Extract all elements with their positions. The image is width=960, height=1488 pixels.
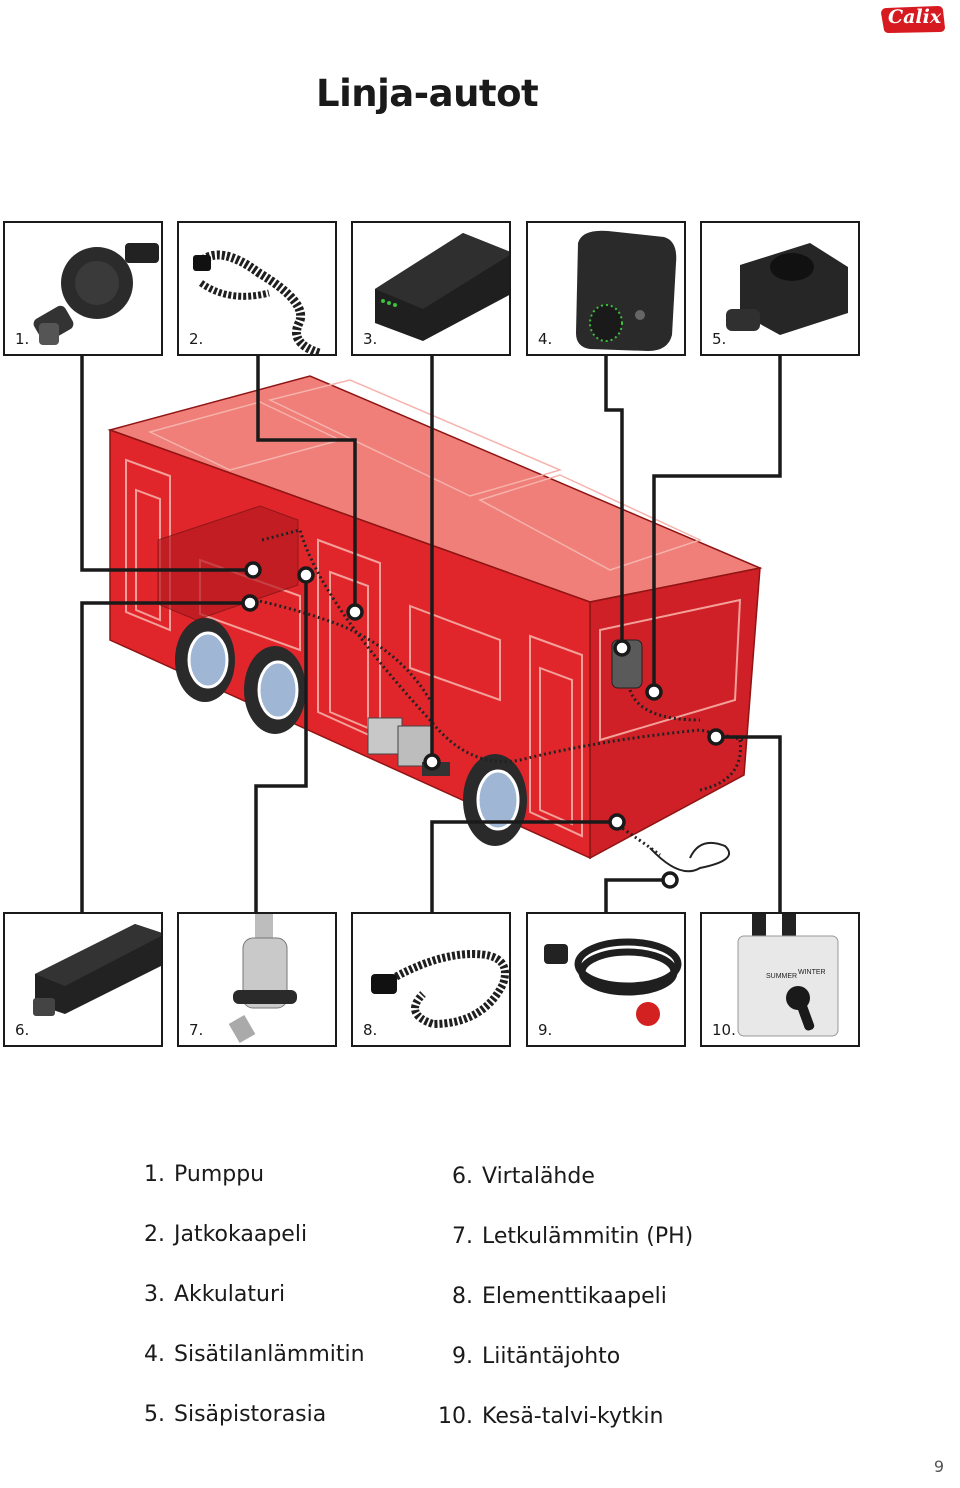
thumbnail-number: 7. <box>189 1021 204 1039</box>
thumbnail-number: 3. <box>363 330 378 348</box>
brand-logo-text: Calix <box>888 6 942 28</box>
interior-heater-icon <box>576 230 677 351</box>
thumbnail-number: 4. <box>538 330 553 348</box>
thumbnail-5: 5. <box>700 221 860 356</box>
power-supply-icon <box>33 924 161 1016</box>
legend-item: 1.Pumppu <box>144 1162 265 1187</box>
thumbnail-number: 1. <box>15 330 30 348</box>
thumbnail-3: 3. <box>351 221 511 356</box>
wheel-rear <box>463 754 527 846</box>
legend-item: 3.Akkulaturi <box>144 1282 286 1307</box>
thumbnail-number: 2. <box>189 330 204 348</box>
switch-winter-label: WINTER <box>798 969 826 976</box>
legend-right: 6.Virtalähde 7.Letkulämmitin (PH) 8.Elem… <box>435 1162 693 1462</box>
wheel-front <box>175 618 235 702</box>
element-cable-icon <box>371 949 509 1029</box>
thumbnail-1: 1. <box>3 221 163 356</box>
thumbnail-4: 4. <box>526 221 686 356</box>
thumbnail-number: 8. <box>363 1021 378 1039</box>
thumbnail-number: 5. <box>712 330 727 348</box>
interior-socket-icon <box>726 243 848 335</box>
battery-charger-icon <box>375 233 509 341</box>
legend-item: 9.Liitäntäjohto <box>452 1344 621 1369</box>
page-title: Linja-autot <box>316 72 539 115</box>
brand-logo: Calix <box>880 4 946 34</box>
thumbnail-6: 6. <box>3 912 163 1047</box>
thumbnail-number: 10. <box>712 1021 736 1039</box>
thumbnail-7: 7. <box>177 912 337 1047</box>
thumbnail-8: 8. <box>351 912 511 1047</box>
page-number: 9 <box>933 1457 944 1476</box>
wheel-middle <box>244 646 306 734</box>
thumbnail-10: SUMMER WINTER 10. <box>700 912 860 1047</box>
legend-item: 5.Sisäpistorasia <box>144 1402 327 1427</box>
legend-item: 4.Sisätilanlämmitin <box>144 1342 365 1367</box>
legend-item: 6.Virtalähde <box>452 1164 595 1189</box>
switch-summer-label: SUMMER <box>766 973 797 980</box>
water-pump-icon <box>33 243 159 345</box>
thumbnail-9: 9. <box>526 912 686 1047</box>
legend-item: 2.Jatkokaapeli <box>144 1222 308 1247</box>
thumbnail-2: 2. <box>177 221 337 356</box>
legend-item: 10.Kesä-talvi-kytkin <box>438 1404 664 1429</box>
legend-left: 1.Pumppu 2.Jatkokaapeli 3.Akkulaturi 4.S… <box>135 1160 365 1460</box>
summer-winter-switch-icon: SUMMER WINTER <box>737 914 839 1037</box>
legend-item: 7.Letkulämmitin (PH) <box>452 1224 694 1249</box>
legend-item: 8.Elementtikaapeli <box>452 1284 667 1309</box>
thumbnail-number: 9. <box>538 1021 553 1039</box>
thumbnail-number: 6. <box>15 1021 30 1039</box>
extension-cable-icon <box>193 250 321 354</box>
connection-cord-icon <box>544 938 682 1026</box>
hose-heater-icon <box>228 914 297 1044</box>
